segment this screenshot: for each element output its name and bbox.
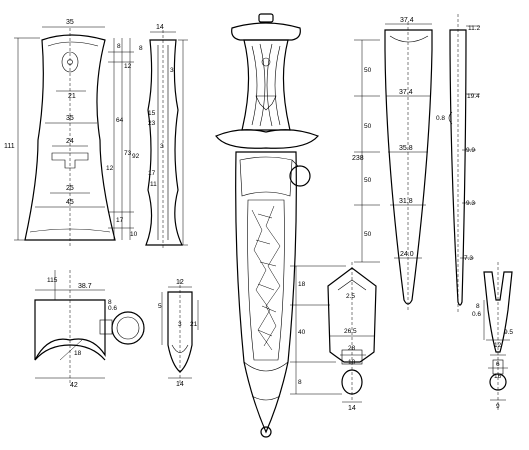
fitting-view — [483, 262, 513, 410]
scabbard-section-3: 50 — [364, 177, 372, 184]
grip-side-view — [145, 30, 188, 250]
grip-overall-height-label: 111 — [4, 143, 15, 150]
crossguard-val-4: 8 — [108, 299, 112, 306]
grip-width-3-label: 24 — [66, 138, 74, 145]
throat-val-1: 18 — [298, 281, 306, 288]
throat-val-2: 2.5 — [346, 293, 355, 300]
scabbard-side-val-4: 9.9 — [466, 147, 475, 154]
dagger-illustration — [215, 13, 320, 438]
grip-width-1-label: 21 — [68, 93, 76, 100]
fitting-val-6: 16 — [494, 373, 502, 380]
grip-side-val-7: 17 — [116, 217, 124, 224]
scabbard-top-width: 37.4 — [400, 17, 414, 24]
grip-width-4-label: 25 — [66, 185, 74, 192]
grip-side-val-3: 64 — [116, 117, 124, 124]
grip-side-top-width: 14 — [156, 24, 164, 31]
scabbard-side-val-6: 7.3 — [464, 255, 473, 262]
throat-val-3: 40 — [298, 329, 306, 336]
grip-side-a: 8 — [139, 45, 143, 52]
grip-width-5-label: 45 — [66, 199, 74, 206]
scabbard-section-1: 50 — [364, 67, 372, 74]
chape-view — [161, 280, 199, 385]
grip-side-b: 3 — [170, 67, 174, 74]
grip-side-val-2: 12 — [124, 63, 132, 70]
scabbard-side-val-5: 9.3 — [466, 200, 475, 207]
scabbard-width-3: 31.8 — [399, 198, 413, 205]
chape-val-2: 5 — [158, 303, 162, 310]
grip-side-e: 3 — [160, 143, 164, 150]
grip-front-view — [14, 26, 134, 246]
throat-val-8: 14 — [348, 405, 356, 412]
crossguard-val-3: 0.6 — [108, 305, 117, 312]
fitting-val-1: 8 — [476, 303, 480, 310]
grip-side-val-6: 92 — [132, 153, 140, 160]
crossguard-val-1: 115 — [47, 277, 58, 284]
fitting-val-2: 0.6 — [472, 311, 481, 318]
grip-side-g: 11 — [150, 181, 157, 188]
chape-val-4: 21 — [190, 321, 198, 328]
scabbard-side-val-1: 11.2 — [468, 25, 481, 32]
fitting-val-5: 6 — [496, 361, 500, 368]
grip-top-width-label: 35 — [66, 19, 74, 26]
crossguard-val-2: 38.7 — [78, 283, 92, 290]
chape-val-3: 3 — [178, 321, 182, 328]
scabbard-section-4: 50 — [364, 231, 372, 238]
throat-mount-view — [290, 262, 377, 403]
chape-val-1: 12 — [176, 279, 184, 286]
throat-val-7: 8 — [298, 379, 302, 386]
chape-val-5: 14 — [176, 381, 184, 388]
grip-side-val-8: 10 — [130, 231, 138, 238]
crossguard-val-6: 42 — [70, 382, 78, 389]
grip-side-c: 15 — [148, 110, 156, 117]
grip-width-2-label: 35 — [66, 115, 74, 122]
scabbard-overall-length: 238 — [352, 155, 364, 162]
grip-side-val-5: 73 — [124, 150, 132, 157]
crossguard-view — [34, 270, 145, 385]
grip-side-d: 23 — [148, 120, 156, 127]
fitting-val-3: 9.5 — [504, 329, 513, 336]
fitting-val-4: 12 — [494, 342, 502, 349]
throat-val-6: 10 — [348, 359, 356, 366]
scabbard-section-2: 50 — [364, 123, 372, 130]
scabbard-front-view — [354, 22, 433, 310]
fitting-val-7: 9 — [496, 403, 500, 410]
grip-side-val-4: 12 — [106, 165, 114, 172]
throat-val-5: 28 — [348, 345, 356, 352]
scabbard-side-val-3: 0.8 — [436, 115, 445, 122]
grip-side-f: 17 — [148, 170, 156, 177]
scabbard-side-view — [448, 14, 480, 314]
scabbard-side-val-2: 19.4 — [467, 93, 480, 100]
grip-side-val-1: 8 — [117, 43, 121, 50]
throat-val-4: 26.5 — [344, 328, 357, 335]
scabbard-width-1: 37.4 — [399, 89, 413, 96]
crossguard-val-5: 18 — [74, 350, 82, 357]
scabbard-width-2: 35.8 — [399, 145, 413, 152]
scabbard-width-4: 24.0 — [400, 251, 414, 258]
